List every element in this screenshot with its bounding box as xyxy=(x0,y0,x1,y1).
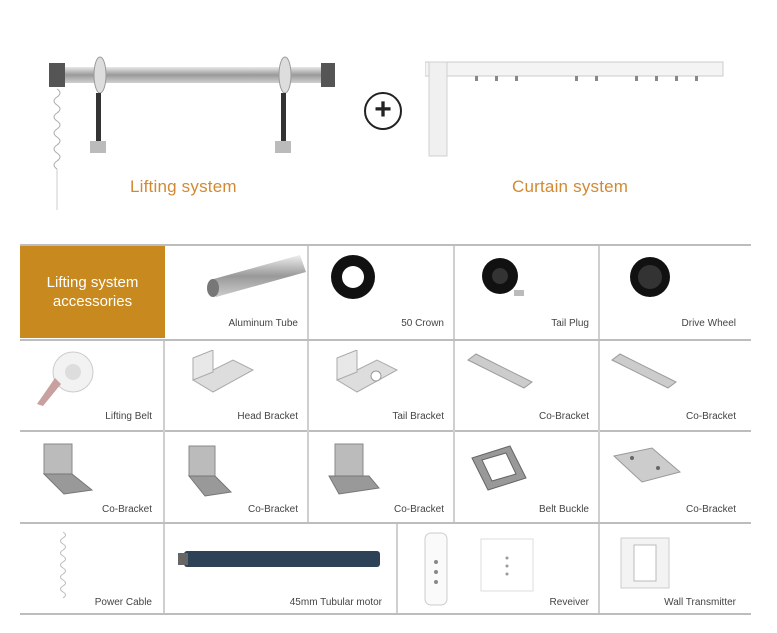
item-label: 45mm Tubular motor xyxy=(289,597,382,608)
item-label: Lifting Belt xyxy=(105,411,152,422)
item-label: Co-Bracket xyxy=(538,411,589,422)
col-divider xyxy=(396,524,398,613)
heading-line-1: Lifting system xyxy=(46,274,139,291)
col-divider xyxy=(163,524,165,613)
item-label: Tail Bracket xyxy=(392,411,444,422)
item-label: Co-Bracket xyxy=(685,504,736,515)
remote-icon xyxy=(424,532,450,613)
wall-transmitter-icon xyxy=(620,537,670,597)
item-label: Belt Buckle xyxy=(538,504,589,515)
accessories-heading: Lifting system accessories xyxy=(20,246,165,338)
item-label: Reveiver xyxy=(549,597,589,608)
item-label: Power Cable xyxy=(94,597,152,608)
power-cable-icon xyxy=(55,530,75,613)
col-divider xyxy=(598,341,600,522)
item-label: Co-Bracket xyxy=(101,504,152,515)
col-divider xyxy=(307,341,309,522)
row-divider xyxy=(20,522,751,524)
lifting-belt-icon xyxy=(35,348,95,413)
row-divider xyxy=(20,244,751,246)
col-divider xyxy=(307,246,309,339)
belt-buckle-icon xyxy=(470,444,530,499)
item-label: Wall Transmitter xyxy=(664,597,736,608)
co-bracket-icon xyxy=(325,440,385,505)
col-divider xyxy=(598,524,600,613)
item-label: Head Bracket xyxy=(237,411,298,422)
receiver-icon xyxy=(480,538,536,599)
co-bracket-icon xyxy=(185,442,245,507)
drive-wheel-icon xyxy=(626,255,676,305)
co-bracket-icon xyxy=(40,440,100,505)
co-bracket-icon xyxy=(610,352,680,397)
co-bracket-icon xyxy=(466,352,536,397)
aluminum-tube-icon xyxy=(200,250,310,305)
row-divider xyxy=(20,430,751,432)
item-label: Co-Bracket xyxy=(685,411,736,422)
co-bracket-icon xyxy=(612,446,682,491)
row-divider xyxy=(20,339,751,341)
tubular-motor-icon xyxy=(178,548,383,577)
item-label: Co-Bracket xyxy=(393,504,444,515)
curtain-system-label: Curtain system xyxy=(512,177,629,196)
row-divider xyxy=(20,613,751,615)
item-label: 50 Crown xyxy=(401,318,444,329)
item-label: Tail Plug xyxy=(551,318,589,329)
tail-plug-icon xyxy=(478,256,528,306)
heading-line-2: accessories xyxy=(52,293,133,310)
col-divider xyxy=(453,246,455,339)
item-label: Co-Bracket xyxy=(247,504,298,515)
col-divider xyxy=(598,246,600,339)
crown-icon xyxy=(328,252,378,307)
tail-bracket-icon xyxy=(332,349,402,400)
lifting-system-label: Lifting system xyxy=(130,177,237,196)
item-label: Aluminum Tube xyxy=(228,318,298,329)
item-label: Drive Wheel xyxy=(681,318,736,329)
col-divider xyxy=(453,341,455,522)
plus-icon: + xyxy=(364,92,402,130)
curtain-system-image xyxy=(424,58,725,158)
head-bracket-icon xyxy=(188,349,258,400)
lifting-system-image xyxy=(45,55,340,215)
col-divider xyxy=(163,341,165,522)
